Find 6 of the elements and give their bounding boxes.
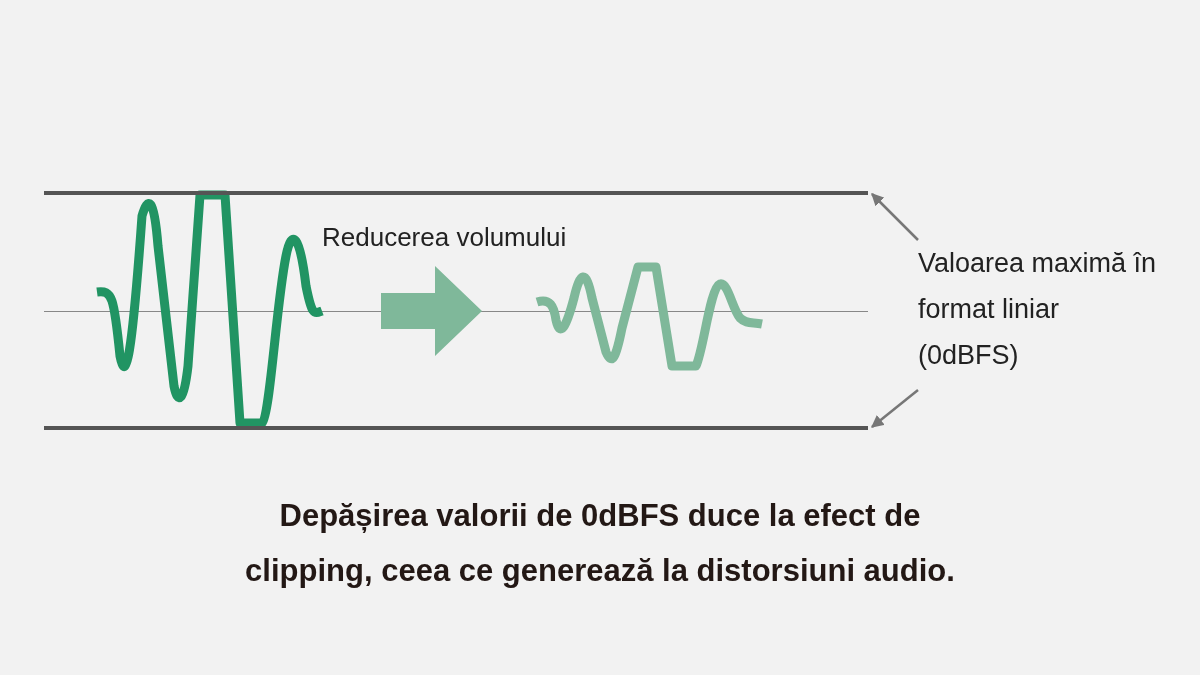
caption: Depășirea valorii de 0dBFS duce la efect de clipping, ceea ce generează la distorsiuni audio. [244,497,956,590]
leader-arrow [871,389,919,428]
annotation-text: Valoarea maximă în format liniar (0dBFS) [918,247,1158,372]
leader-arrow [871,193,919,241]
block-arrow [381,266,482,356]
edge-label: Reducerea volumului [322,222,567,253]
